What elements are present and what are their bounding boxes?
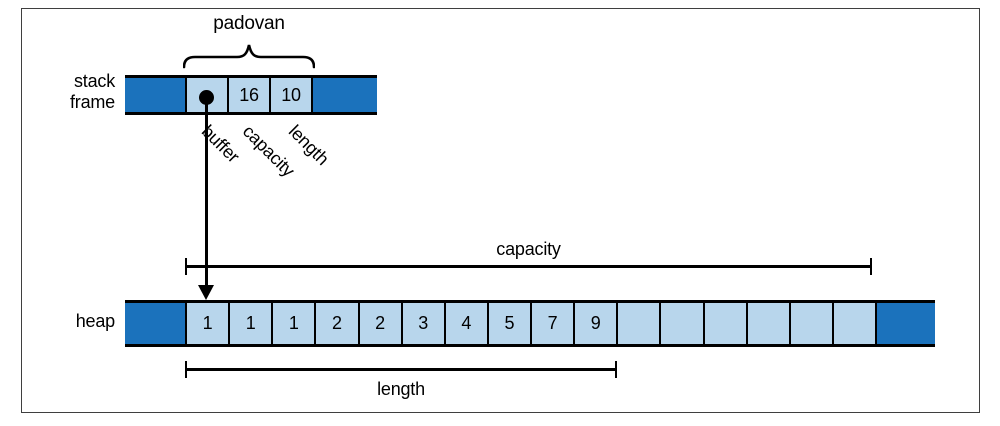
heap-cell: 9 <box>573 303 617 344</box>
heap-unused-right <box>875 303 935 344</box>
heap-unused-left <box>125 303 185 344</box>
stack-bar: 16 10 <box>125 75 377 115</box>
length-measure-label: length <box>377 379 425 399</box>
heap-cell <box>702 303 746 344</box>
heap-cell: 1 <box>185 303 229 344</box>
pointer-arrow-line <box>205 97 208 287</box>
stack-frame-label-line2: frame <box>69 92 115 112</box>
heap-cell: 1 <box>271 303 315 344</box>
heap-cell: 2 <box>314 303 358 344</box>
heap-cell: 1 <box>228 303 272 344</box>
brace-icon <box>183 44 315 69</box>
heap-cell: 3 <box>400 303 444 344</box>
stack-unused-right <box>311 78 377 112</box>
figure-border <box>21 8 980 413</box>
heap-cell: 7 <box>530 303 574 344</box>
capacity-measure-label: capacity <box>496 239 561 259</box>
heap-cell: 5 <box>486 303 530 344</box>
stack-unused-left <box>125 78 185 112</box>
heap-cell: 4 <box>443 303 487 344</box>
variable-name-label: padovan <box>213 13 285 34</box>
stack-cell-capacity: 16 <box>227 78 269 112</box>
heap-cell <box>788 303 832 344</box>
stack-cell-length: 10 <box>269 78 311 112</box>
heap-cell <box>616 303 660 344</box>
heap-cell <box>745 303 789 344</box>
stack-frame-label-line1: stack <box>73 71 115 91</box>
length-measure-line <box>185 361 617 378</box>
pointer-arrowhead-icon <box>198 285 214 300</box>
heap-label: heap <box>75 311 115 331</box>
capacity-measure-line <box>185 258 872 275</box>
heap-cell <box>831 303 875 344</box>
heap-cell: 2 <box>357 303 401 344</box>
heap-cell <box>659 303 703 344</box>
stack-frame-label: stack frame <box>30 71 115 113</box>
